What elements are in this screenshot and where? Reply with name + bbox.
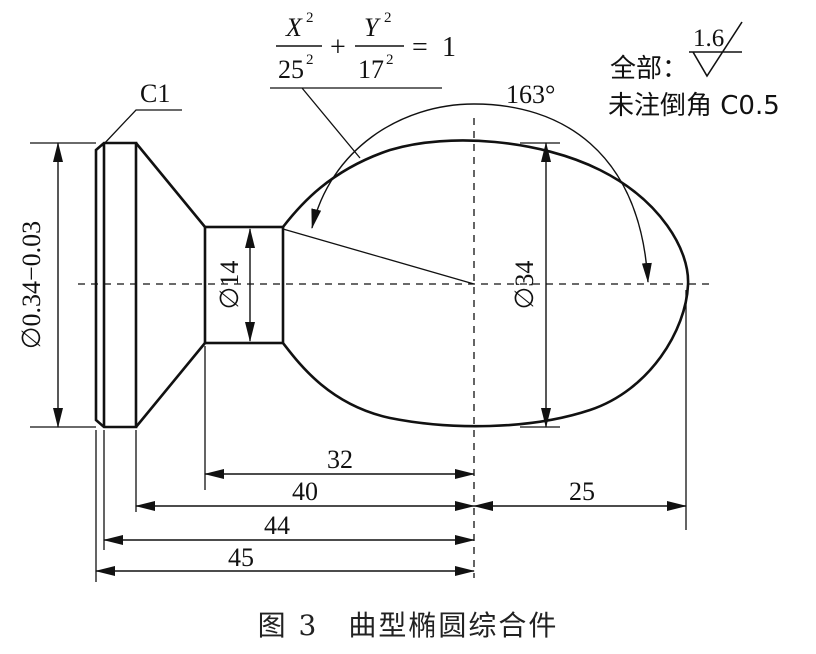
svg-text:=: = (412, 32, 428, 63)
dim-left-dia-label: ∅0.34−0.03 (17, 221, 46, 349)
svg-text:Y: Y (364, 13, 381, 42)
svg-text:17: 17 (358, 55, 384, 84)
formula-leader (270, 87, 442, 159)
svg-text:2: 2 (386, 52, 394, 68)
ellipse-body (281, 139, 690, 428)
angle-163-arc (311, 103, 652, 283)
dim-25-label: 25 (569, 477, 595, 506)
angle-label: 163° (506, 80, 555, 109)
dimension-lines (53, 103, 687, 576)
cone (134, 142, 207, 428)
svg-text:全部：: 全部： (610, 54, 688, 84)
figure-caption: 图 3 曲型椭圆综合件 (257, 609, 559, 642)
surface-finish-note: 全部： 1.6 (610, 21, 743, 84)
roughness-symbol-icon (689, 21, 743, 78)
svg-text:2: 2 (384, 10, 392, 26)
dim-ball-dia-label: ∅34 (510, 261, 539, 310)
dim-neck-dia-label: ∅14 (215, 261, 244, 310)
svg-text:2: 2 (306, 52, 314, 68)
svg-text:25: 25 (278, 55, 304, 84)
svg-text:+: + (330, 32, 346, 63)
neck (203, 225, 285, 345)
extension-lines (30, 142, 687, 582)
angle-ref-line (282, 228, 475, 285)
dim-40-label: 40 (292, 477, 318, 506)
chamfer-note: 未注倒角 C0.5 (608, 91, 780, 121)
svg-text:2: 2 (306, 10, 314, 26)
ellipse-equation: X 2 25 2 + Y 2 17 2 = 1 (276, 10, 456, 84)
dim-32-label: 32 (327, 445, 353, 474)
dim-45-label: 45 (228, 543, 254, 572)
flange (94, 141, 138, 429)
svg-text:1: 1 (442, 32, 456, 63)
svg-text:X: X (285, 13, 303, 42)
chamfer-label: C1 (140, 79, 170, 108)
svg-text:1.6: 1.6 (693, 25, 724, 52)
chamfer-leader (101, 109, 182, 147)
leaders (101, 87, 442, 159)
dim-44-label: 44 (264, 511, 290, 540)
